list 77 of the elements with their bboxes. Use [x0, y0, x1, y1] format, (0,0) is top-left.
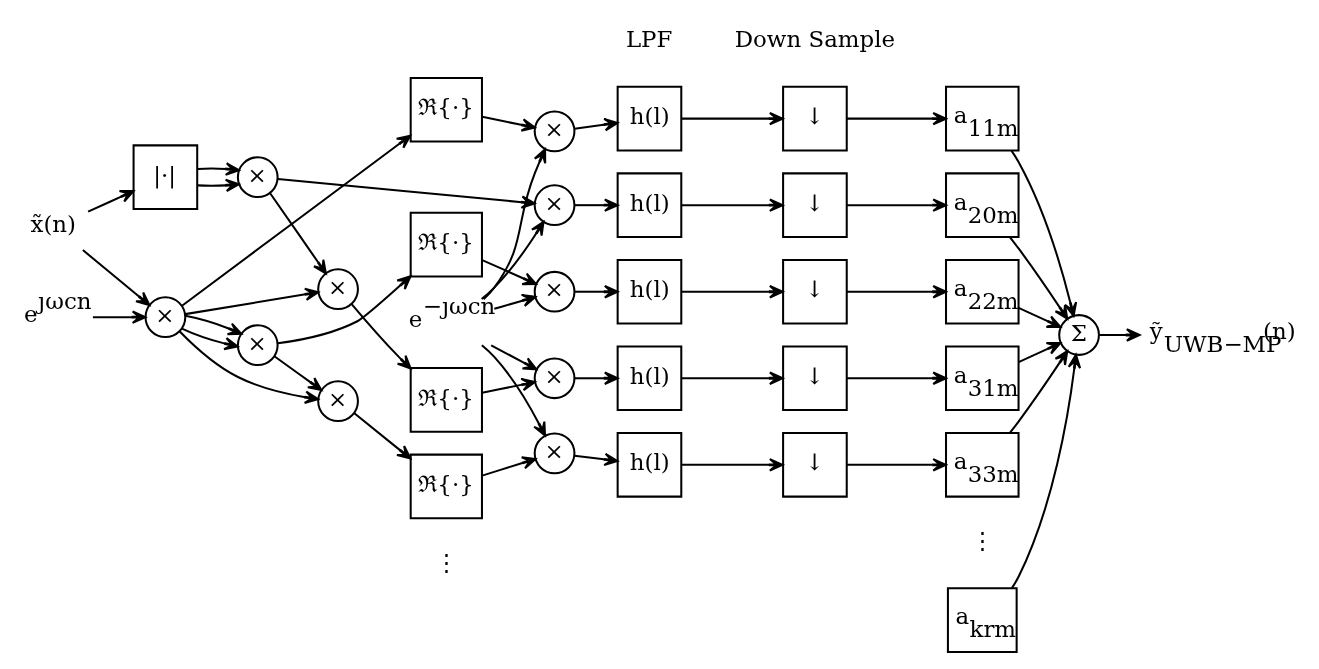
node-circle: × [533, 110, 576, 152]
arrow [197, 161, 240, 176]
arrow [1099, 327, 1141, 342]
arrow [846, 111, 947, 125]
node-box: h(l) [616, 171, 683, 238]
arrow [681, 371, 784, 385]
arrow [494, 293, 537, 310]
node-box: ↓ [782, 258, 848, 325]
arrow [574, 284, 619, 298]
arrow [490, 343, 538, 370]
node-box: ↓ [782, 171, 848, 238]
node-circle: Σ [1058, 313, 1100, 356]
node-box: ℜ{·} [409, 453, 483, 519]
node-box: |·| [132, 143, 199, 210]
arrow [574, 117, 619, 131]
arrow [574, 452, 619, 466]
arrow [185, 314, 243, 335]
node-box: ℜ{·} [409, 76, 483, 143]
arrow [681, 111, 784, 125]
label: Down Sample [734, 25, 896, 52]
node-circle: × [317, 267, 359, 310]
arrow [178, 329, 320, 404]
arrow [481, 258, 538, 285]
arrow [482, 115, 536, 132]
node-text: x̃(n) [30, 210, 76, 237]
arrow [353, 411, 412, 460]
arrow [574, 371, 619, 385]
arrow [273, 354, 323, 391]
node-circle: × [236, 155, 279, 198]
arrow [1010, 149, 1078, 317]
node-circle: × [317, 379, 359, 422]
node-circle: × [533, 183, 576, 226]
arrow [846, 371, 947, 385]
arrow [482, 377, 536, 394]
node-circle: × [533, 356, 576, 399]
arrow [1011, 353, 1082, 589]
arrow [846, 457, 947, 472]
label: ⋮ [434, 548, 458, 575]
node-circle: × [144, 295, 187, 338]
node-box: ℜ{·} [409, 366, 483, 433]
node-box: h(l) [616, 344, 683, 411]
arrow [87, 189, 135, 213]
node-box: h(l) [616, 85, 683, 151]
arrow [574, 197, 619, 212]
arrow [681, 284, 784, 298]
arrow [82, 248, 151, 306]
arrow [277, 274, 412, 344]
arrow [181, 134, 412, 307]
arrow [92, 309, 147, 324]
arrow [1018, 341, 1062, 363]
arrow [481, 343, 547, 437]
node-box: h(l) [616, 431, 683, 498]
arrow [197, 178, 240, 192]
arrow [681, 457, 784, 472]
arrow [350, 302, 412, 370]
node-box: ↓ [782, 431, 848, 498]
node-box: h(l) [616, 258, 683, 325]
arrow [185, 287, 320, 315]
arrow [1009, 349, 1069, 434]
node-box: ↓ [782, 344, 848, 411]
arrow [1018, 306, 1062, 328]
label: ⋮ [970, 526, 994, 553]
arrow [181, 327, 239, 350]
label: LPF [625, 25, 673, 52]
arrow [480, 220, 545, 300]
node-circle: × [533, 432, 576, 474]
arrow [481, 455, 537, 477]
node-box: ℜ{·} [409, 211, 483, 277]
arrow [482, 147, 547, 300]
node-box: ↓ [782, 85, 848, 151]
arrow [269, 192, 327, 275]
arrow [846, 284, 947, 298]
arrow [681, 197, 784, 212]
arrow [1009, 235, 1069, 320]
arrow [846, 197, 947, 212]
node-circle: × [236, 323, 279, 366]
node-circle: × [533, 270, 576, 313]
